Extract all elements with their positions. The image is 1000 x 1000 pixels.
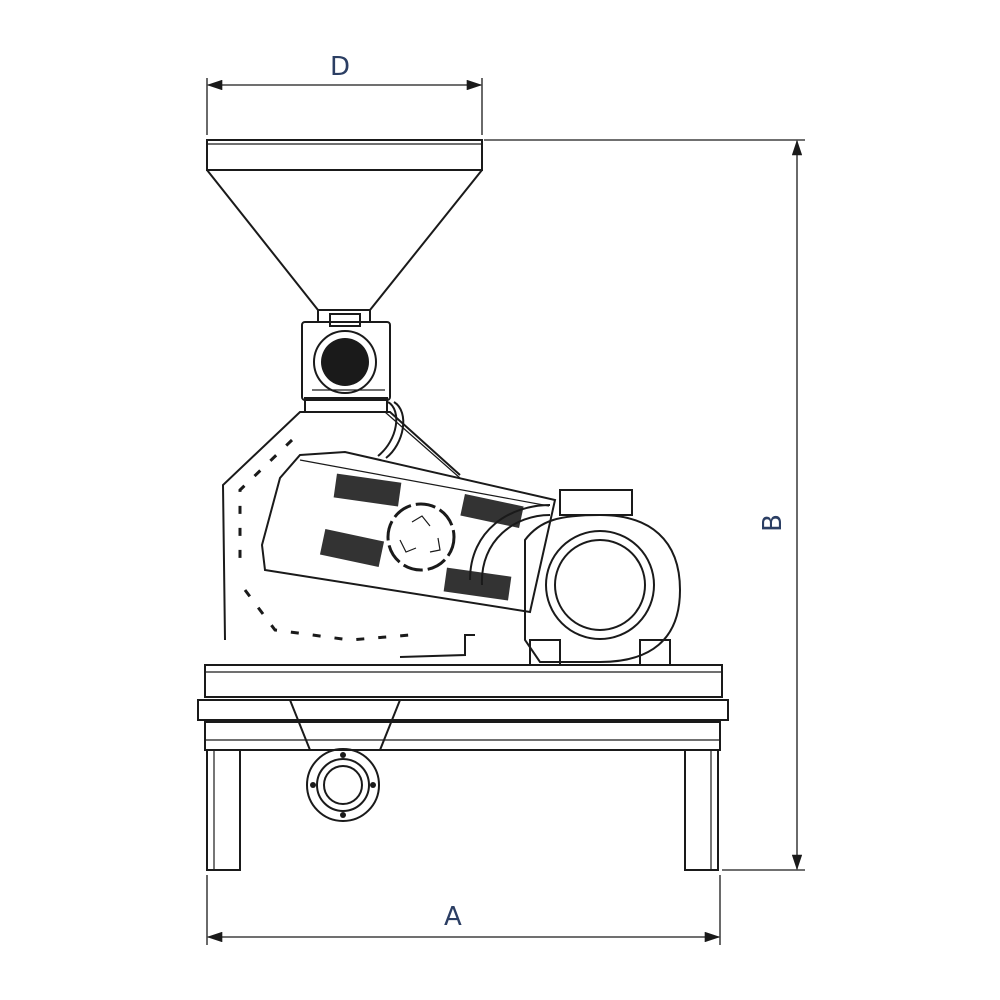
main-motor (469, 489, 682, 666)
hopper (206, 139, 483, 323)
dimension-b-label: B (757, 514, 788, 532)
rotation-symbol-icon (386, 502, 456, 572)
dimension-b (484, 139, 805, 871)
base-frame (197, 664, 729, 871)
outlet-flange (306, 748, 380, 822)
vent-grilles (319, 473, 524, 601)
mill-body (221, 411, 461, 642)
dimension-a-label: A (444, 902, 462, 932)
feeder-motor (301, 313, 391, 413)
hose (377, 401, 398, 457)
dimension-a (206, 875, 721, 945)
rotor-housing (260, 450, 557, 614)
dimension-d (206, 78, 483, 135)
lever (399, 634, 475, 658)
dimension-d-label: D (330, 52, 351, 82)
